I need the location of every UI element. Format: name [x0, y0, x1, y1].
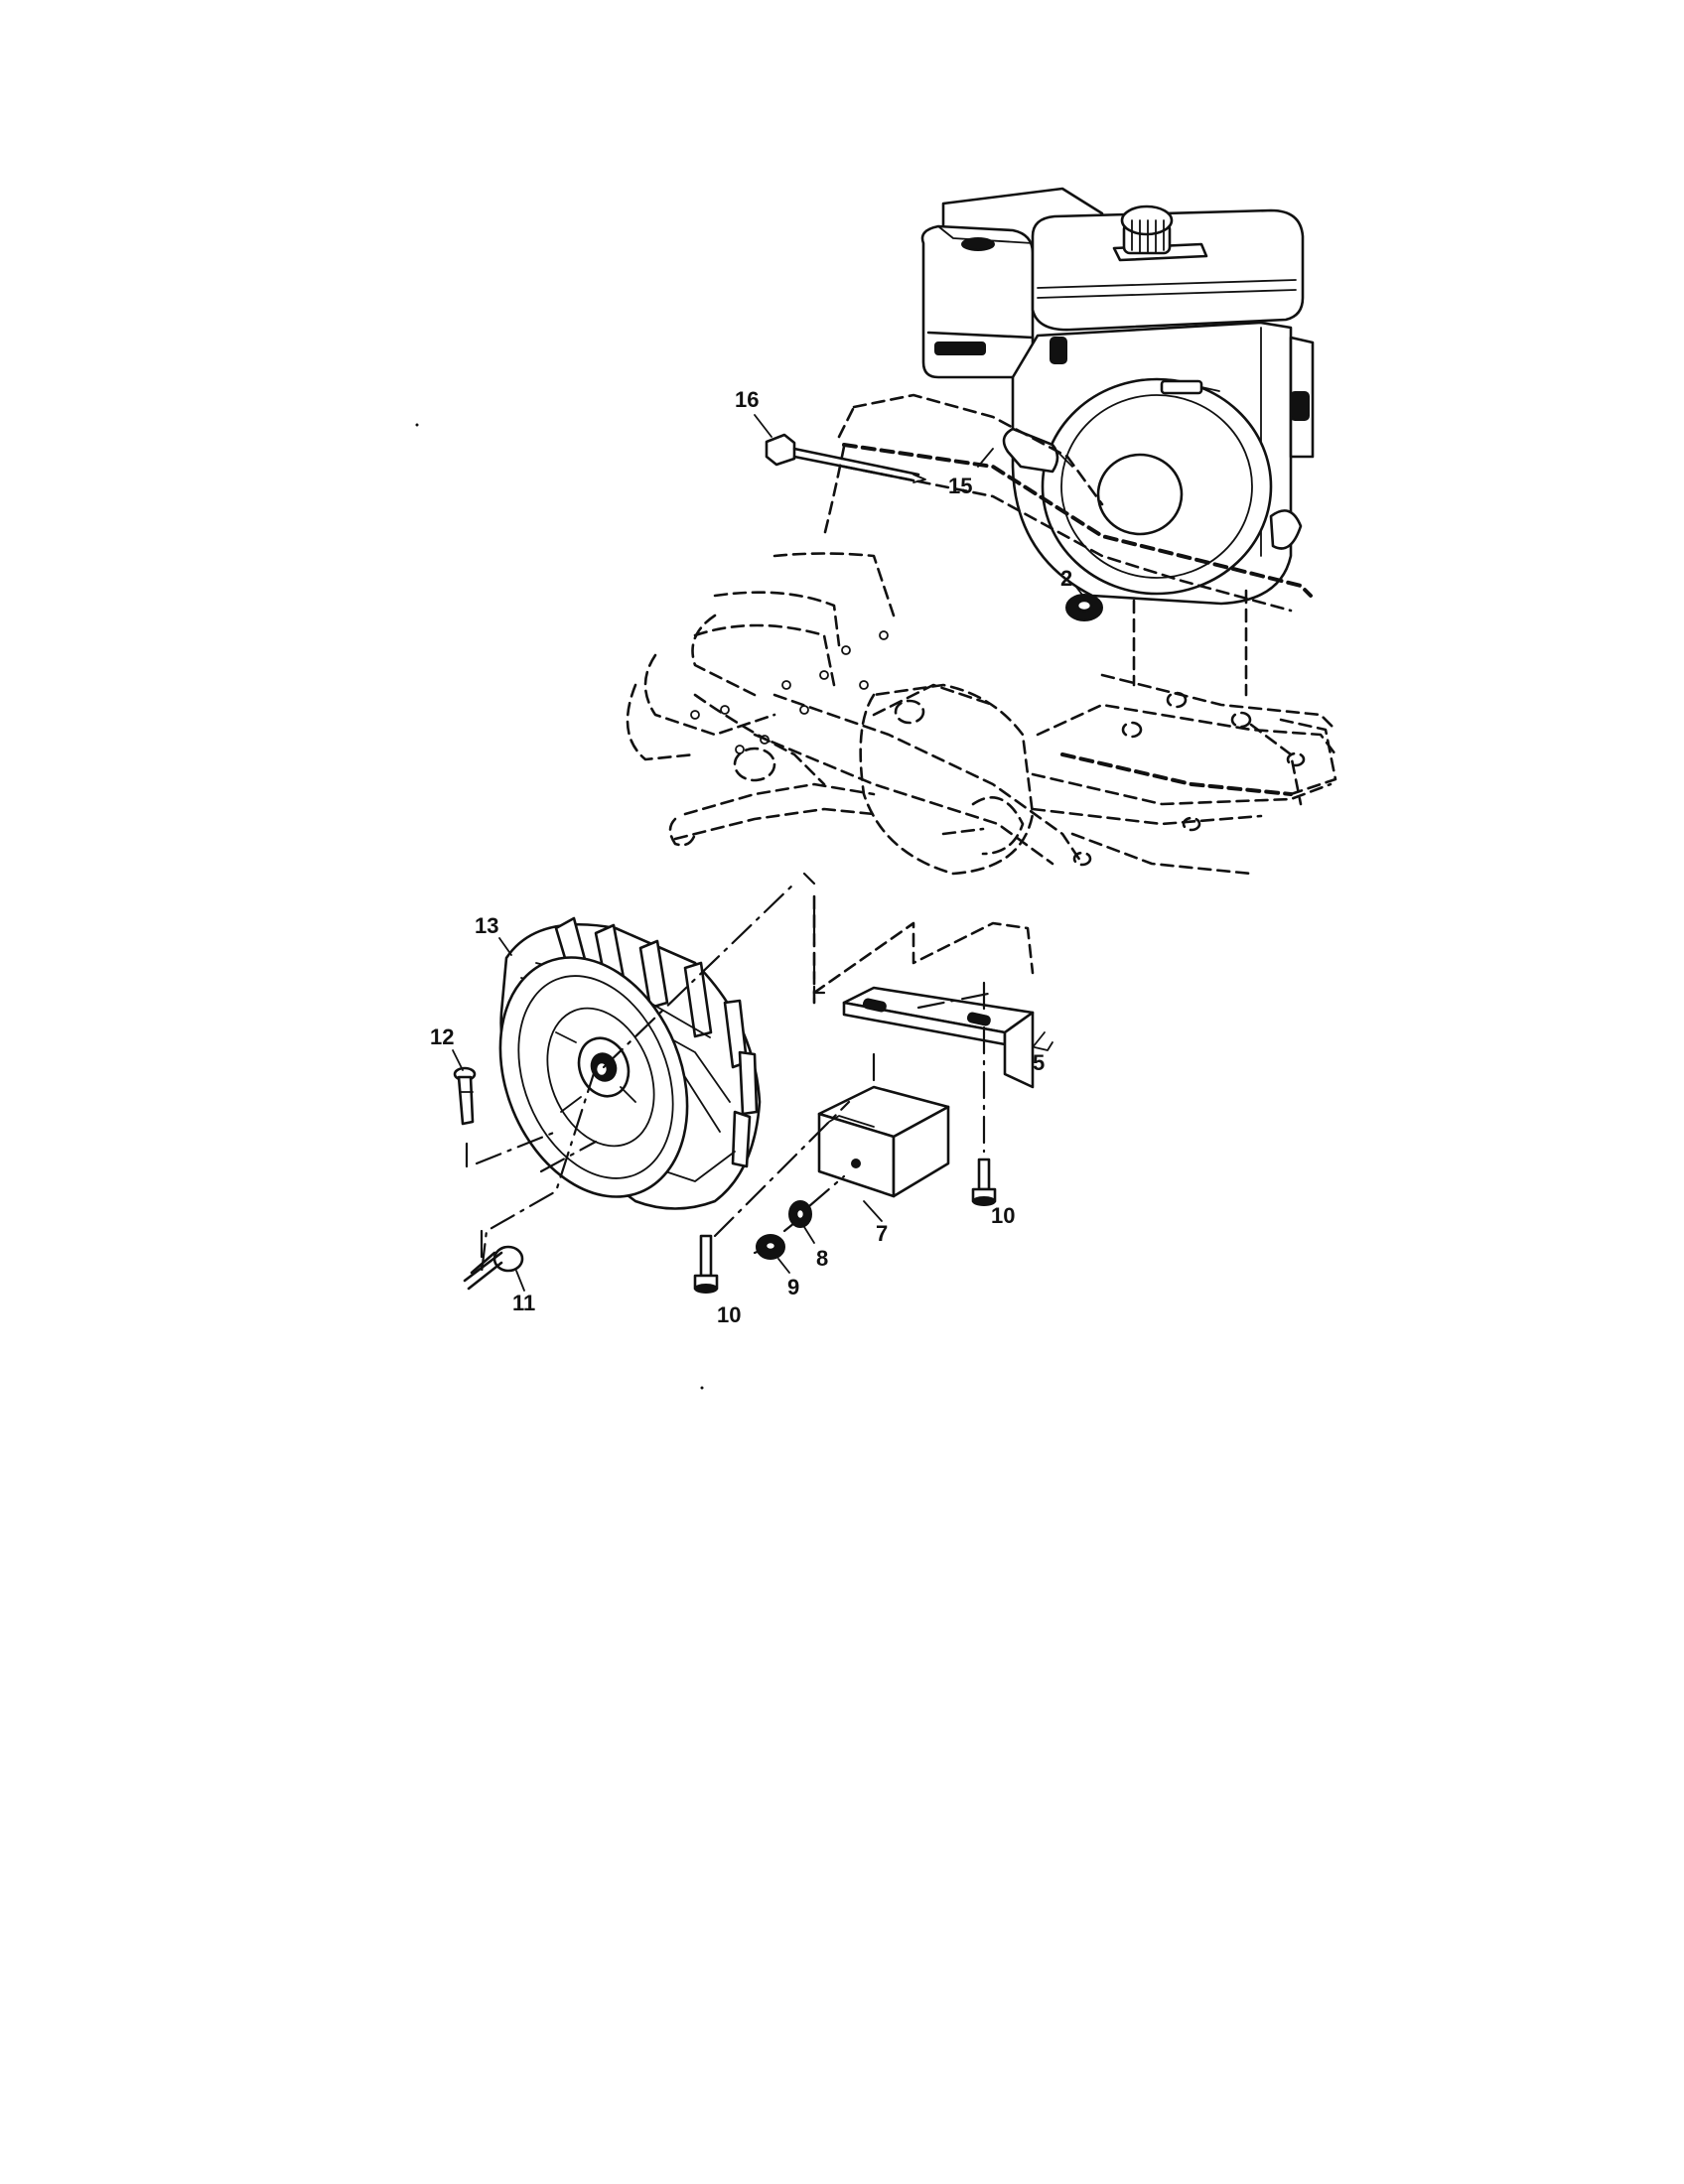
bolt-10-left	[693, 1234, 719, 1294]
speck	[415, 423, 419, 427]
engine	[920, 187, 1315, 606]
callout-15: 15	[948, 474, 972, 498]
clevis-pin	[453, 1066, 477, 1126]
assembly-lines	[465, 872, 1035, 1274]
wheel-tire	[498, 916, 762, 1210]
callout-13: 13	[475, 913, 498, 938]
bolt-10-right	[971, 1158, 997, 1206]
callout-10-left: 10	[717, 1302, 741, 1327]
callout-2: 2	[1060, 566, 1072, 591]
bracket	[842, 986, 1035, 1089]
callout-12: 12	[430, 1024, 454, 1049]
callout-16: 16	[735, 387, 759, 412]
callout-7: 7	[876, 1221, 888, 1246]
cable-tie	[765, 433, 926, 483]
washer-8	[788, 1200, 812, 1228]
leader-lines	[452, 414, 1086, 1292]
callout-10-right: 10	[991, 1203, 1015, 1228]
nut-2	[1065, 594, 1103, 621]
speck	[700, 1386, 704, 1390]
callout-5: 5	[1033, 1050, 1045, 1075]
hairpin-clip	[463, 1245, 524, 1291]
nut-9	[756, 1234, 785, 1260]
callout-9: 9	[787, 1275, 799, 1299]
callout-11: 11	[512, 1291, 535, 1315]
tiller-frame-phantom	[626, 393, 1337, 876]
callout-labels: 16 15 2 13 12 5 7 8 9 10 10 11	[430, 387, 1072, 1327]
callout-8: 8	[816, 1246, 828, 1271]
weight-block	[817, 1085, 950, 1198]
